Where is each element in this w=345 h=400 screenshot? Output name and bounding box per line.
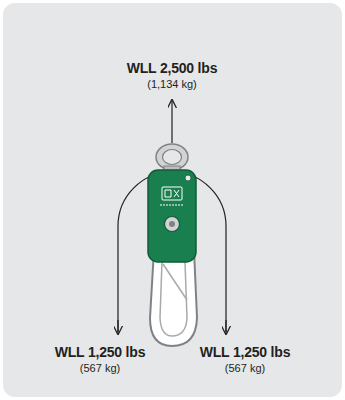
axle-center: [169, 221, 175, 227]
background-panel: [3, 3, 342, 397]
eye-hole: [163, 150, 182, 165]
pulley-sideplate: [148, 170, 196, 262]
load-rating-metric: (567 kg): [80, 362, 120, 374]
load-arrow: [117, 320, 118, 334]
load-rating-metric: (1,134 kg): [147, 78, 197, 90]
axle-bolt: [165, 217, 180, 232]
carabiner-gate: [160, 262, 187, 336]
gate-latch: [163, 264, 187, 300]
logo-mark: [162, 187, 182, 200]
load-rating-metric: (567 kg): [225, 362, 265, 374]
load-rating: WLL 2,500 lbs: [127, 60, 218, 76]
load-rating: WLL 1,250 lbs: [200, 344, 291, 360]
logo-script: [160, 205, 184, 206]
logo-mark: [165, 190, 179, 197]
load-arrow: [225, 320, 226, 334]
load-rating: WLL 1,250 lbs: [55, 344, 146, 360]
load-arrow: [171, 100, 172, 143]
rivet: [185, 175, 191, 181]
carabiner-hook: [150, 250, 197, 346]
